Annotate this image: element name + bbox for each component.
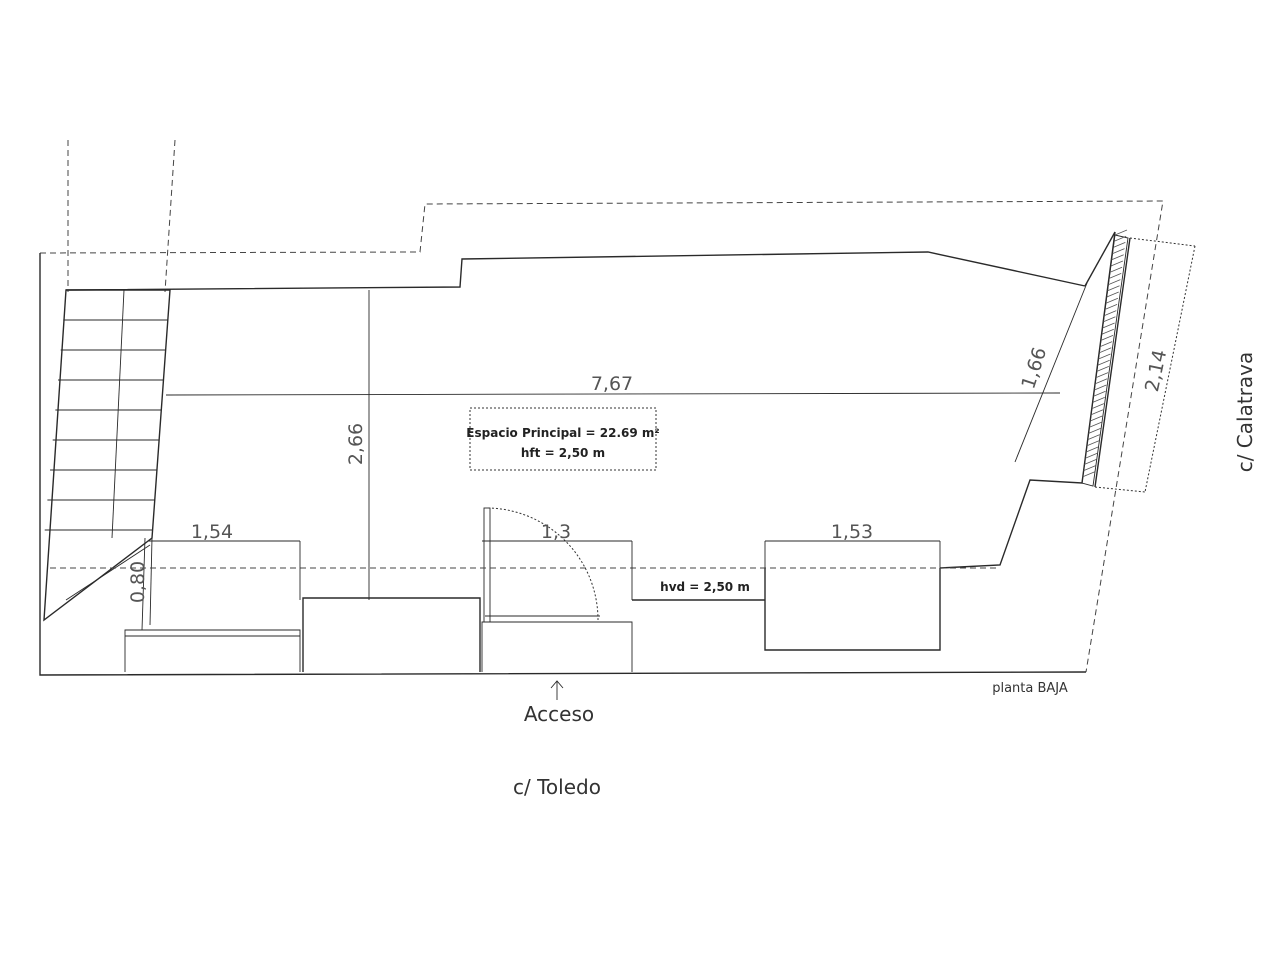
door-leaf — [483, 507, 491, 623]
street-east: c/ Calatrava — [1233, 352, 1257, 473]
room-name: Espacio Principal = 22.69 m² — [466, 426, 659, 440]
hatch-line — [1101, 328, 1114, 335]
hatch-line — [1114, 235, 1127, 242]
access-arrow — [550, 680, 564, 700]
hatch-line — [1095, 372, 1109, 378]
hatch-line — [1096, 366, 1110, 372]
dimension-lines — [148, 237, 1196, 600]
hatch-line — [1111, 254, 1124, 261]
hatch-line — [1102, 322, 1115, 329]
hatch-line — [1091, 403, 1105, 409]
property-boundary — [39, 139, 1164, 673]
hatch-line — [1094, 384, 1107, 391]
hatch-line — [1092, 397, 1105, 403]
hatch-line — [1089, 421, 1102, 428]
hatch-line — [1108, 279, 1121, 285]
floor-label: planta BAJA — [992, 681, 1068, 696]
hatch-line — [1087, 434, 1100, 440]
hatch-line — [1104, 304, 1118, 310]
hatch-line — [1103, 316, 1116, 323]
dim-window-left: 1,54 — [191, 521, 233, 543]
facade — [124, 507, 941, 672]
dim-stair-width: 0,80 — [127, 561, 149, 603]
hatch-line — [1100, 335, 1114, 341]
hatch-line — [1114, 229, 1128, 236]
hatch-line — [1106, 291, 1119, 298]
hatch-line — [1090, 409, 1104, 416]
hatch-line — [1105, 297, 1119, 304]
access-label: Acceso — [524, 702, 594, 726]
east-wall-hatch — [1081, 229, 1129, 487]
hatch-line — [1083, 465, 1096, 471]
hatch-line — [1085, 446, 1099, 453]
hatch-line — [1113, 242, 1126, 248]
hatch-line — [1090, 415, 1103, 422]
hatch-line — [1110, 260, 1124, 267]
dim-window-right: 1,53 — [831, 521, 873, 543]
hatch-line — [1084, 459, 1097, 465]
street-south: c/ Toledo — [513, 775, 601, 799]
hatch-line — [1109, 266, 1123, 273]
dim-length-main: 7,67 — [591, 373, 633, 395]
hatch-line — [1099, 347, 1112, 354]
hatch-line — [1088, 428, 1101, 434]
hatch-line — [1086, 440, 1100, 447]
hatch-line — [1099, 341, 1113, 347]
dim-height-main: 2,66 — [345, 423, 367, 465]
hatch-line — [1104, 310, 1117, 316]
hatch-line — [1093, 390, 1106, 397]
hatch-line — [1098, 353, 1111, 360]
hatch-line — [1082, 471, 1095, 478]
staircase — [43, 289, 171, 631]
hatch-line — [1095, 378, 1108, 385]
hatch-line — [1085, 452, 1098, 459]
hatch-line — [1112, 248, 1125, 254]
room-height: hft = 2,50 m — [521, 446, 605, 460]
hatch-line — [1109, 273, 1122, 279]
hatch-line — [1107, 285, 1120, 292]
hatch-line — [1097, 359, 1110, 366]
lintel-height: hvd = 2,50 m — [660, 580, 750, 594]
dim-east-outer: 2,14 — [1141, 348, 1171, 394]
dim-door-width: 1,3 — [541, 521, 571, 543]
room-label-box — [469, 407, 657, 471]
